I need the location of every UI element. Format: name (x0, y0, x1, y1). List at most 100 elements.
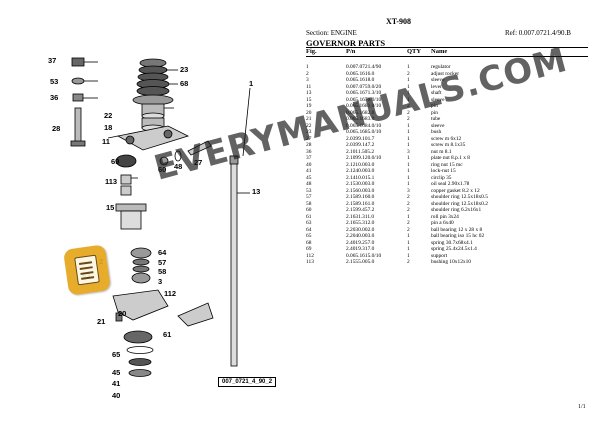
callout-60: 60 (158, 165, 167, 174)
cell-fig: 61 (306, 213, 312, 220)
cell-fig: 20 (306, 109, 312, 116)
cell-name: shoulder ring 6.2x16x1 (431, 207, 482, 213)
cell-part-number: 2.1589.161.0 (346, 200, 375, 207)
callout-45: 45 (112, 368, 121, 377)
cell-qty: 2 (407, 220, 410, 226)
cell-part-number: 2.1410.015.1 (346, 174, 375, 181)
cell-name: lever (431, 83, 442, 90)
col-header-fig: Fig. (306, 48, 317, 55)
cell-part-number: 0.065.1681.0/10 (346, 103, 382, 109)
cell-part-number: 2.1099.120.0/10 (346, 155, 382, 161)
cell-qty: 2 (407, 200, 410, 207)
cell-fig: 53 (306, 187, 312, 194)
cell-part-number: 2.1210.003.0 (346, 161, 375, 168)
cell-name: sleeve (431, 122, 445, 129)
cell-fig: 13 (306, 90, 312, 96)
cell-fig: 1 (306, 64, 309, 70)
cell-fig: 113 (306, 259, 314, 265)
cell-qty: 1 (407, 64, 410, 70)
cell-qty: 1 (407, 129, 410, 135)
cell-part-number: 2.1530.003.0 (346, 181, 375, 187)
cell-fig: 36 (306, 148, 312, 155)
callout-18: 18 (104, 123, 113, 132)
cell-part-number: 0.065.1670.0/10 (346, 96, 382, 103)
cell-name: ball bearing iso 15 hc 02 (431, 233, 485, 239)
cell-fig: 64 (306, 226, 312, 233)
cell-qty: 1 (407, 239, 410, 246)
governor-exploded-drawing (70, 57, 251, 377)
table-row: 20 0.065.1682.0 2 pin (306, 110, 588, 117)
cell-name: sleeve (431, 77, 445, 83)
cell-fig: 41 (306, 168, 312, 174)
cell-part-number: 0.065.1682.0 (346, 109, 375, 116)
cell-qty: 2 (407, 109, 410, 116)
callout-41: 41 (112, 379, 121, 388)
cell-fig: 11 (306, 83, 312, 90)
cell-qty: 1 (407, 96, 410, 103)
cell-name: circlip 35 (431, 174, 452, 181)
cell-name: roll pin 3x24 (431, 213, 459, 220)
cell-qty: 1 (407, 252, 410, 259)
cell-fig: 65 (306, 233, 312, 239)
cell-name: lock-nut 15 (431, 168, 456, 174)
callout-53: 53 (50, 77, 59, 86)
cell-name: pin (431, 109, 438, 116)
cell-fig: 2 (306, 70, 309, 77)
cell-part-number: 0.007.0721.4/90 (346, 64, 382, 70)
cell-name: adjust rocker (431, 70, 459, 77)
cell-name: shoulder ring 12.5x18x0.5 (431, 194, 488, 200)
group-title: GOVERNOR PARTS (306, 38, 386, 48)
callout-65: 65 (112, 350, 121, 359)
cell-qty: 1 (407, 135, 410, 142)
callout-64: 64 (158, 248, 167, 257)
cell-qty: 1 (407, 161, 410, 168)
cell-part-number: 2.4019.257.0 (346, 239, 375, 246)
callout-15: 15 (106, 203, 115, 212)
cell-part-number: 0.065.1683.0 (346, 116, 375, 122)
callout-69: 69 (111, 157, 120, 166)
callout-20: 20 (118, 309, 127, 318)
callout-21: 21 (97, 317, 106, 326)
cell-qty: 1 (407, 168, 410, 174)
cell-name: spring 30.7x68x4.1 (431, 239, 473, 246)
callout-3: 3 (158, 277, 163, 286)
cell-qty: 2 (407, 194, 410, 200)
cell-fig: 27 (306, 135, 312, 142)
col-header-pn: P/n (346, 48, 356, 55)
cell-fig: 3 (306, 77, 309, 83)
cell-part-number: 0.065.1616.0 (346, 70, 375, 77)
section-label: Section: ENGINE (306, 29, 357, 37)
cell-fig: 57 (306, 194, 312, 200)
col-header-qty: QTY (407, 48, 422, 55)
cell-fig: 40 (306, 161, 312, 168)
cell-name: screw m 6x12 (431, 135, 462, 142)
cell-part-number: 2.2030.002.0 (346, 226, 375, 233)
cell-qty: 2 (407, 116, 410, 122)
callout-48: 48 (174, 162, 183, 171)
cell-name: shoulder ring 12.5x18x0.2 (431, 200, 488, 207)
cell-fig: 23 (306, 129, 312, 135)
callout-11: 11 (102, 137, 110, 146)
cell-qty: 1 (407, 174, 410, 181)
cell-name: nut m 8.1 (431, 148, 452, 155)
cell-part-number: 0.065.1615.0/10 (346, 252, 382, 259)
cell-qty: 1 (407, 83, 410, 90)
cell-fig: 68 (306, 239, 312, 246)
cell-name: bushing 10x12x10 (431, 259, 471, 265)
cell-fig: 37 (306, 155, 312, 161)
cell-qty: 1 (407, 90, 410, 96)
